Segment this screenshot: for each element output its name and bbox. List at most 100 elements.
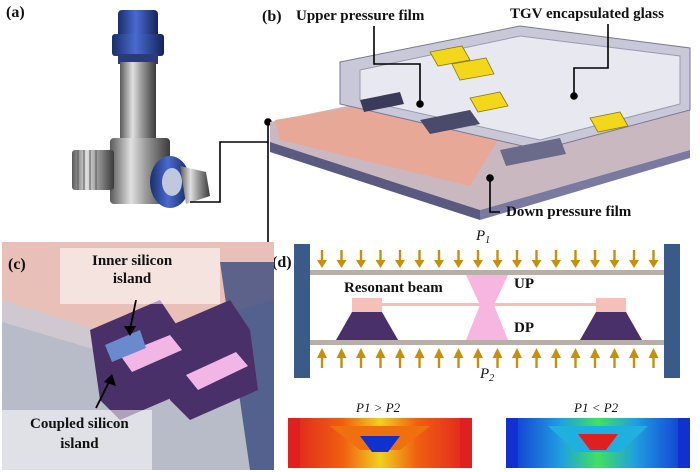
coupled-island-line1: Coupled silicon [30, 416, 129, 432]
pressure-arrow-down [379, 250, 382, 262]
pressure-arrow-down [476, 250, 480, 262]
p1-label: P1 [476, 228, 490, 246]
pressure-arrow-down [340, 250, 343, 262]
inner-island-line2: island [112, 271, 152, 287]
pressure-arrow-down [652, 250, 655, 262]
coupled-island-label: Coupled silicon island [30, 414, 129, 454]
pressure-arrow-up [359, 356, 363, 368]
simulation-left [288, 418, 472, 468]
pressure-arrow-down-head [473, 260, 483, 268]
pressure-arrow-up [554, 356, 558, 368]
callout-arrows-c [95, 299, 137, 409]
pressure-arrow-up [398, 356, 402, 368]
pressure-arrow-up [593, 356, 597, 368]
pressure-arrow-up-head [317, 348, 327, 358]
pressure-arrow-up-head [414, 348, 425, 358]
pressure-arrow-up-head [453, 348, 464, 358]
p1-subscript: 1 [485, 235, 491, 246]
pressure-arrow-up-head [473, 348, 483, 358]
pressure-schematic [294, 244, 680, 378]
pressure-arrow-down-head [648, 260, 659, 268]
pressure-arrow-up [457, 356, 460, 368]
pressure-arrow-up-head [570, 348, 581, 358]
pressure-arrow-up [496, 356, 499, 368]
pressure-arrow-down-head [317, 260, 327, 268]
pressure-arrow-up [476, 356, 480, 368]
pressure-arrow-down [320, 250, 324, 262]
pressure-arrow-down-head [512, 260, 522, 268]
pressure-arrow-down [359, 250, 363, 262]
sim-right-title: P1 < P2 [574, 400, 619, 415]
pressure-arrow-down-head [570, 260, 581, 268]
pressure-arrow-up-head [375, 348, 386, 358]
pressure-arrow-up-head [531, 348, 542, 358]
down-pressure-film-label: Down pressure film [506, 204, 632, 220]
sensor-device-illustration [72, 10, 210, 208]
simulation-right [506, 418, 690, 468]
coupled-island-line2: island [60, 436, 99, 452]
pressure-arrow-down-head [609, 260, 620, 268]
pressure-arrow-down [593, 250, 597, 262]
pressure-arrow-up [632, 356, 636, 368]
up-label: UP [514, 276, 534, 292]
pressure-arrow-up [418, 356, 421, 368]
pressure-arrow-up [515, 356, 519, 368]
pressure-arrow-down [554, 250, 558, 262]
pressure-arrow-down-head [551, 260, 561, 268]
pressure-arrow-down [613, 250, 616, 262]
pressure-arrow-down [496, 250, 499, 262]
pressure-arrow-up-head [336, 348, 347, 358]
panel-label-b: (b) [262, 8, 282, 25]
pressure-arrow-down [515, 250, 519, 262]
tgv-glass-label: TGV encapsulated glass [510, 6, 664, 22]
p1-symbol: P [476, 228, 486, 244]
pressure-arrow-down-head [492, 260, 503, 268]
callout-leaders-b [373, 24, 609, 213]
pressure-arrow-up [340, 356, 343, 368]
pressure-arrow-down-head [395, 260, 405, 268]
p2-label: P2 [480, 366, 494, 384]
pressure-arrow-down [457, 250, 460, 262]
pressure-arrow-down-head [531, 260, 542, 268]
pressure-arrow-down-head [356, 260, 366, 268]
pressure-arrow-down [398, 250, 402, 262]
pressure-arrow-up [652, 356, 655, 368]
dp-label: DP [514, 320, 534, 336]
pressure-arrow-up [613, 356, 616, 368]
inner-island-label: Inner silicon island [92, 252, 172, 288]
pressure-arrow-down [437, 250, 441, 262]
pressure-arrow-up-head [590, 348, 600, 358]
panel-label-c: (c) [8, 256, 26, 273]
pressure-arrow-down [418, 250, 421, 262]
pressure-arrow-up-head [492, 348, 503, 358]
resonant-beam-label: Resonant beam [344, 280, 443, 296]
pressure-arrow-up-head [629, 348, 639, 358]
pressure-arrow-down [632, 250, 636, 262]
pressure-arrow-up-head [395, 348, 405, 358]
pressure-arrow-down-head [375, 260, 386, 268]
pressure-arrow-down [535, 250, 538, 262]
sim-left-title: P1 > P2 [356, 400, 401, 415]
pressure-arrow-up-head [609, 348, 620, 358]
pressure-arrow-down [574, 250, 577, 262]
pressure-arrow-up [535, 356, 538, 368]
panel-label-a: (a) [6, 4, 25, 21]
inner-island-line1: Inner silicon [92, 253, 173, 269]
pressure-arrow-up [379, 356, 382, 368]
pressure-arrow-up-head [512, 348, 522, 358]
upper-pressure-film-label: Upper pressure film [296, 8, 425, 24]
pressure-arrow-up-head [551, 348, 561, 358]
p2-subscript: 2 [489, 373, 495, 384]
pressure-arrow-down-head [629, 260, 639, 268]
pressure-arrow-up [437, 356, 441, 368]
pressure-arrow-down-head [590, 260, 600, 268]
pressure-arrow-down-head [434, 260, 444, 268]
pressure-arrow-up [574, 356, 577, 368]
panel-label-d: (d) [272, 254, 292, 271]
chip-cross-section [270, 25, 691, 220]
pressure-arrow-down-head [453, 260, 464, 268]
pressure-arrow-up [320, 356, 324, 368]
p2-symbol: P [480, 366, 490, 382]
pressure-arrow-up-head [648, 348, 659, 358]
